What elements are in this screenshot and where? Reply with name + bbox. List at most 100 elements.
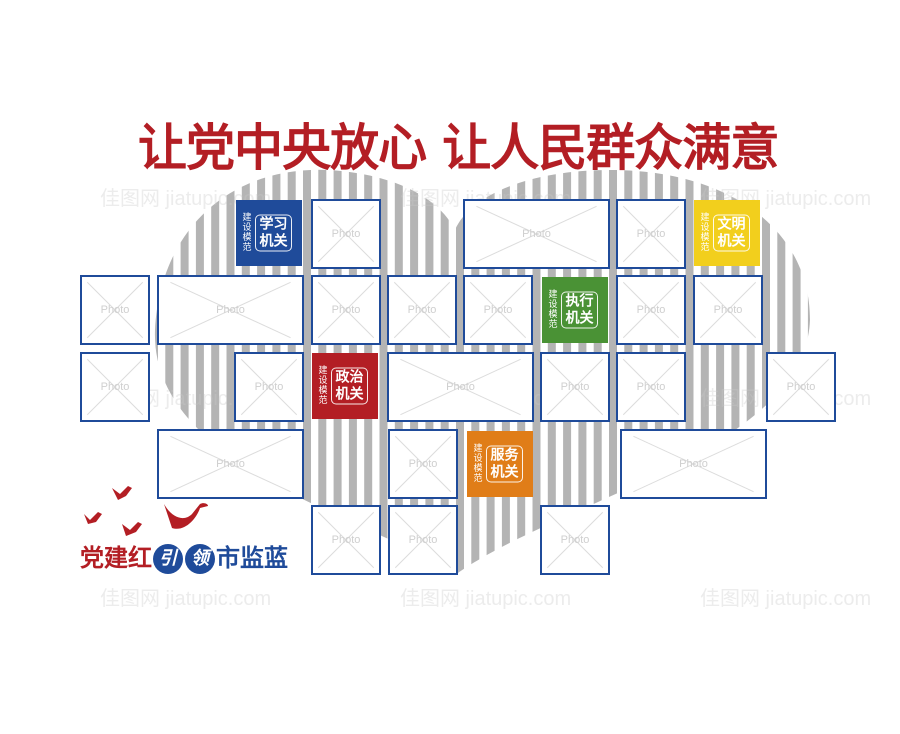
heart-stripe bbox=[700, 169, 709, 575]
photo-frame[interactable]: Photo bbox=[234, 352, 304, 422]
photo-frame[interactable]: Photo bbox=[387, 275, 457, 345]
photo-frame[interactable]: Photo bbox=[387, 352, 534, 422]
placeholder-cross-icon bbox=[159, 431, 302, 497]
placeholder-cross-icon bbox=[313, 277, 379, 343]
placeholder-cross-icon bbox=[768, 354, 834, 420]
photo-frame[interactable]: Photo bbox=[388, 429, 458, 499]
badge-line2: 机关 bbox=[335, 386, 364, 403]
dove-icon bbox=[122, 522, 142, 536]
slogan: 党建红引领市监蓝 bbox=[80, 540, 288, 576]
heart-stripe bbox=[379, 169, 388, 575]
photo-placeholder-label: Photo bbox=[216, 304, 245, 316]
badge-line2: 机关 bbox=[717, 233, 746, 250]
photo-placeholder-label: Photo bbox=[408, 534, 438, 546]
heart-stripe bbox=[716, 169, 725, 575]
placeholder-cross-icon bbox=[622, 431, 765, 497]
page-title: 让党中央放心 让人民群众满意 bbox=[138, 119, 779, 177]
watermark: 佳图网 jiatupic.com bbox=[100, 588, 272, 610]
photo-placeholder-label: Photo bbox=[446, 381, 475, 393]
slogan-part2: 市监蓝 bbox=[216, 544, 288, 572]
photo-placeholder-label: Photo bbox=[408, 458, 438, 470]
badge-line2: 机关 bbox=[259, 233, 288, 250]
badge-side-text: 建设模范 bbox=[242, 213, 252, 253]
badge-line1: 政治 bbox=[335, 369, 364, 386]
photo-frame[interactable]: Photo bbox=[388, 505, 458, 575]
photo-placeholder-label: Photo bbox=[216, 458, 245, 470]
watermark: 佳图网 jiatupic.com bbox=[700, 588, 872, 610]
photo-frame[interactable]: Photo bbox=[620, 429, 767, 499]
placeholder-cross-icon bbox=[618, 354, 684, 420]
photo-frame[interactable]: Photo bbox=[80, 275, 150, 345]
photo-placeholder-label: Photo bbox=[483, 304, 513, 316]
photo-frame[interactable]: Photo bbox=[616, 352, 686, 422]
photo-placeholder-label: Photo bbox=[636, 304, 666, 316]
photo-frame[interactable]: Photo bbox=[463, 199, 610, 269]
heart-stripe bbox=[532, 169, 541, 575]
placeholder-cross-icon bbox=[465, 277, 531, 343]
placeholder-cross-icon bbox=[82, 277, 148, 343]
badge-line1: 学习 bbox=[259, 216, 288, 233]
heart-stripe bbox=[180, 169, 189, 575]
badge-line2: 机关 bbox=[490, 464, 519, 481]
watermark: 佳图网 jiatupic.com bbox=[100, 188, 272, 210]
badge-side-text: 建设模范 bbox=[473, 444, 483, 484]
slogan-circled-char: 引 bbox=[153, 544, 183, 574]
photo-frame[interactable]: Photo bbox=[463, 275, 533, 345]
heart-stripe bbox=[303, 169, 311, 575]
photo-placeholder-label: Photo bbox=[713, 304, 743, 316]
badge-line2: 机关 bbox=[565, 310, 594, 327]
photo-frame[interactable]: Photo bbox=[616, 275, 686, 345]
badge-side-text: 建设模范 bbox=[318, 366, 328, 406]
placeholder-cross-icon bbox=[236, 354, 302, 420]
heart-stripe bbox=[731, 169, 740, 575]
photo-placeholder-label: Photo bbox=[100, 381, 130, 393]
photo-frame[interactable]: Photo bbox=[693, 275, 763, 345]
heart-stripe bbox=[609, 169, 617, 575]
dove-icon bbox=[84, 512, 102, 524]
photo-frame[interactable]: Photo bbox=[540, 352, 610, 422]
badge-title-box: 政治 机关 bbox=[331, 367, 368, 405]
dove-icon bbox=[112, 486, 132, 500]
badge-politics-model: 建设模范 政治 机关 bbox=[312, 353, 378, 419]
placeholder-cross-icon bbox=[695, 277, 761, 343]
photo-frame[interactable]: Photo bbox=[311, 199, 381, 269]
watermark: 佳图网 jiatupic.com bbox=[400, 588, 572, 610]
heart-stripe bbox=[211, 169, 220, 575]
slogan-circled-char: 领 bbox=[185, 544, 215, 574]
placeholder-cross-icon bbox=[313, 507, 379, 573]
photo-placeholder-label: Photo bbox=[560, 381, 590, 393]
photo-frame[interactable]: Photo bbox=[311, 275, 381, 345]
badge-title-box: 学习 机关 bbox=[255, 214, 292, 252]
placeholder-cross-icon bbox=[390, 507, 456, 573]
placeholder-cross-icon bbox=[159, 277, 302, 343]
photo-frame[interactable]: Photo bbox=[311, 505, 381, 575]
badge-line1: 文明 bbox=[717, 216, 746, 233]
photo-placeholder-label: Photo bbox=[679, 458, 708, 470]
heart-stripe bbox=[685, 169, 694, 575]
photo-placeholder-label: Photo bbox=[331, 534, 361, 546]
placeholder-cross-icon bbox=[542, 354, 608, 420]
photo-placeholder-label: Photo bbox=[636, 381, 666, 393]
badge-side-text: 建设模范 bbox=[548, 290, 558, 330]
photo-placeholder-label: Photo bbox=[636, 228, 666, 240]
badge-title-box: 执行 机关 bbox=[561, 291, 598, 329]
photo-frame[interactable]: Photo bbox=[80, 352, 150, 422]
badge-civil-model: 建设模范 文明 机关 bbox=[694, 200, 760, 266]
photo-placeholder-label: Photo bbox=[786, 381, 816, 393]
placeholder-cross-icon bbox=[313, 201, 379, 267]
badge-execute-model: 建设模范 执行 机关 bbox=[542, 277, 608, 343]
placeholder-cross-icon bbox=[390, 431, 456, 497]
photo-placeholder-label: Photo bbox=[331, 304, 361, 316]
placeholder-cross-icon bbox=[618, 201, 684, 267]
photo-placeholder-label: Photo bbox=[100, 304, 130, 316]
badge-study-model: 建设模范 学习 机关 bbox=[236, 200, 302, 266]
photo-frame[interactable]: Photo bbox=[157, 275, 304, 345]
heart-stripe bbox=[195, 169, 204, 575]
photo-frame[interactable]: Photo bbox=[157, 429, 304, 499]
heart-stripe bbox=[746, 169, 755, 575]
photo-frame[interactable]: Photo bbox=[766, 352, 836, 422]
photo-frame[interactable]: Photo bbox=[616, 199, 686, 269]
placeholder-cross-icon bbox=[389, 354, 532, 420]
photo-frame[interactable]: Photo bbox=[540, 505, 610, 575]
photo-placeholder-label: Photo bbox=[560, 534, 590, 546]
